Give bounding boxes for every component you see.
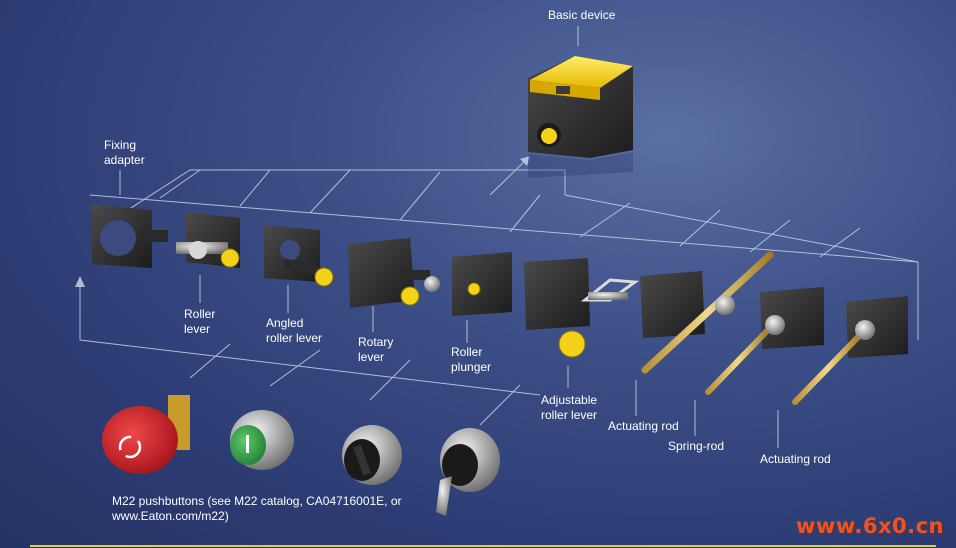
label-spring-rod: Spring-rod bbox=[668, 439, 725, 453]
label-angled-roller-lever: Angled roller lever bbox=[266, 316, 323, 345]
connector-lines bbox=[75, 26, 919, 448]
rotary-lever-drawing bbox=[348, 238, 440, 308]
roller-plunger-drawing bbox=[452, 252, 512, 316]
basic-device-drawing bbox=[528, 56, 633, 178]
selector-switch-drawing bbox=[342, 425, 402, 485]
green-pushbutton-drawing bbox=[230, 410, 294, 470]
fixing-adapter-drawing bbox=[92, 204, 168, 268]
label-roller-plunger: Roller plunger bbox=[451, 345, 492, 374]
key-switch-drawing bbox=[436, 428, 500, 516]
spring-rod-drawing bbox=[705, 287, 824, 395]
label-actuating-rod-1: Actuating rod bbox=[608, 419, 679, 433]
actuating-rod-1-drawing bbox=[640, 251, 774, 374]
actuating-rod-2-drawing bbox=[792, 296, 908, 405]
label-actuating-rod-2: Actuating rod bbox=[760, 452, 831, 466]
roller-lever-drawing bbox=[176, 212, 240, 268]
watermark: www.6x0.cn bbox=[796, 514, 944, 538]
label-fixing-adapter: Fixing adapter bbox=[104, 138, 145, 167]
label-adjustable-roller-lever: Adjustable roller lever bbox=[541, 393, 598, 422]
emergency-stop-button-drawing bbox=[102, 395, 190, 474]
label-roller-lever: Roller lever bbox=[184, 307, 216, 336]
label-rotary-lever: Rotary lever bbox=[358, 335, 394, 364]
pushbuttons-caption: M22 pushbuttons (see M22 catalog, CA0471… bbox=[112, 494, 402, 523]
bottom-divider bbox=[30, 545, 936, 547]
label-basic-device: Basic device bbox=[548, 8, 616, 22]
angled-roller-lever-drawing bbox=[264, 225, 334, 287]
adjustable-roller-lever-drawing bbox=[524, 258, 640, 358]
